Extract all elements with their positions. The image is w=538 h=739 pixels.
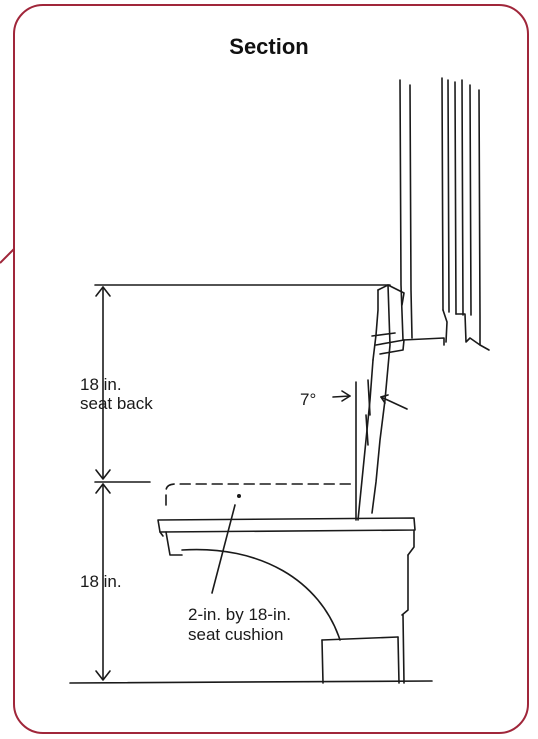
seat-cushion-outline	[165, 483, 357, 506]
seat-height-dimension	[95, 483, 111, 681]
floor-line	[69, 680, 433, 684]
seat-back	[357, 284, 405, 521]
cushion-label: seat cushion	[188, 625, 284, 644]
cushion-size-label: 2-in. by 18-in.	[188, 605, 291, 624]
seat-back-height-label: 18 in.	[80, 375, 122, 394]
seat-height-label: 18 in.	[80, 572, 122, 591]
seat-platform	[157, 517, 416, 684]
seat-back-dimension	[94, 284, 391, 483]
seat-back-label: seat back	[80, 394, 153, 413]
wall-trim	[399, 77, 490, 351]
angle-indicator	[332, 381, 408, 521]
angle-label: 7°	[300, 390, 317, 409]
cushion-leader	[211, 494, 241, 594]
section-title: Section	[229, 34, 309, 59]
